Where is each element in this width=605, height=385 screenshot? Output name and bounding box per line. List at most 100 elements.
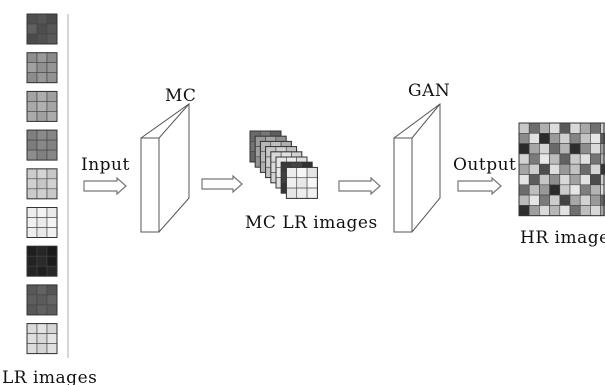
hr-pixel — [590, 133, 601, 144]
hr-pixel — [600, 205, 605, 216]
hr-pixel — [518, 184, 530, 196]
hr-pixel — [518, 194, 530, 206]
tile-cell — [46, 111, 58, 122]
tile-cell — [46, 188, 58, 200]
lr-image-tile — [26, 207, 58, 238]
stack-to-gan-arrow — [338, 176, 381, 196]
hr-pixel — [518, 153, 530, 165]
tile-cell — [46, 207, 58, 218]
tile-cell — [26, 111, 38, 122]
lr-image-tile — [26, 323, 58, 355]
hr-pixel — [569, 143, 581, 155]
hr-pixel — [549, 143, 561, 155]
tile-cell — [36, 13, 48, 25]
tile-cell — [36, 139, 48, 151]
tile-cell — [296, 187, 308, 199]
tile-cell — [36, 227, 48, 238]
hr-pixel — [549, 205, 561, 216]
hr-pixel — [518, 163, 530, 175]
tile-cell — [306, 187, 318, 199]
tile-cell — [36, 304, 48, 316]
tile-cell — [46, 101, 58, 112]
hr-pixel — [539, 184, 550, 196]
hr-pixel — [600, 143, 605, 155]
lr-image-tile — [26, 168, 58, 200]
hr-pixel — [600, 133, 605, 144]
tile-border — [26, 13, 58, 45]
hr-pixel — [518, 143, 530, 155]
hr-pixel — [528, 153, 540, 165]
tile-cell — [46, 333, 58, 344]
hr-pixel — [569, 133, 581, 144]
tile-cell — [36, 72, 48, 83]
tile-cell — [26, 343, 38, 354]
tile-cell — [36, 168, 48, 180]
hr-pixel — [528, 184, 540, 196]
hr-pixel — [539, 143, 550, 155]
hr-pixel — [549, 163, 561, 175]
input-arrow — [83, 176, 127, 196]
gan-block — [393, 103, 441, 233]
hr-pixel — [579, 174, 591, 186]
tile-cell — [36, 52, 48, 64]
mc-block — [140, 103, 190, 233]
hr-pixel — [559, 153, 571, 165]
hr-pixel — [590, 194, 601, 206]
hr-pixel — [590, 174, 601, 186]
tile-cell — [26, 72, 38, 83]
hr-pixel — [528, 163, 540, 175]
tile-cell — [26, 245, 38, 257]
tile-cell — [46, 178, 58, 190]
hr-pixel — [600, 174, 605, 186]
tile-cell — [46, 72, 58, 83]
hr-pixel — [539, 194, 550, 206]
tile-cell — [26, 13, 38, 25]
tile-cell — [26, 304, 38, 316]
mc-lr-images-label: MC LR images — [245, 213, 378, 233]
hr-pixel — [559, 205, 571, 216]
hr-pixel — [579, 205, 591, 216]
output-label: Output — [453, 155, 516, 175]
tile-cell — [46, 62, 58, 74]
tile-cell — [26, 265, 38, 277]
tile-cell — [46, 227, 58, 238]
hr-pixel — [539, 153, 550, 165]
tile-cell — [36, 23, 48, 35]
tile-cell — [36, 265, 48, 277]
hr-pixel — [569, 174, 581, 186]
hr-pixel — [528, 205, 540, 216]
tile-cell — [36, 111, 48, 122]
hr-pixel — [528, 194, 540, 206]
tile-cell — [286, 177, 298, 189]
tile-border — [26, 245, 58, 277]
tile-border — [26, 168, 58, 200]
tile-cell — [36, 217, 48, 228]
tile-border — [285, 166, 318, 199]
tile-cell — [26, 227, 38, 238]
tile-cell — [36, 149, 48, 161]
hr-pixel — [559, 194, 571, 206]
hr-pixel — [518, 174, 530, 186]
hr-pixel — [569, 205, 581, 216]
hr-pixel — [590, 153, 601, 165]
tile-cell — [286, 187, 298, 199]
lr-image-tile — [26, 129, 58, 161]
tile-cell — [26, 255, 38, 267]
hr-pixel — [539, 205, 550, 216]
tile-cell — [26, 294, 38, 306]
hr-pixel — [549, 153, 561, 165]
tile-border — [26, 129, 58, 161]
mc-block-front — [140, 137, 160, 233]
hr-pixel — [579, 133, 591, 144]
tile-cell — [46, 284, 58, 296]
mc-block-edge — [158, 103, 190, 139]
tile-cell — [306, 177, 318, 189]
tile-cell — [26, 207, 38, 218]
tile-cell — [26, 168, 38, 180]
hr-pixel — [600, 153, 605, 165]
lr-images-column — [26, 13, 58, 355]
tile-cell — [46, 323, 58, 334]
hr-pixel — [549, 122, 561, 134]
hr-pixel — [579, 163, 591, 175]
mc-lr-image-tile — [285, 166, 318, 199]
